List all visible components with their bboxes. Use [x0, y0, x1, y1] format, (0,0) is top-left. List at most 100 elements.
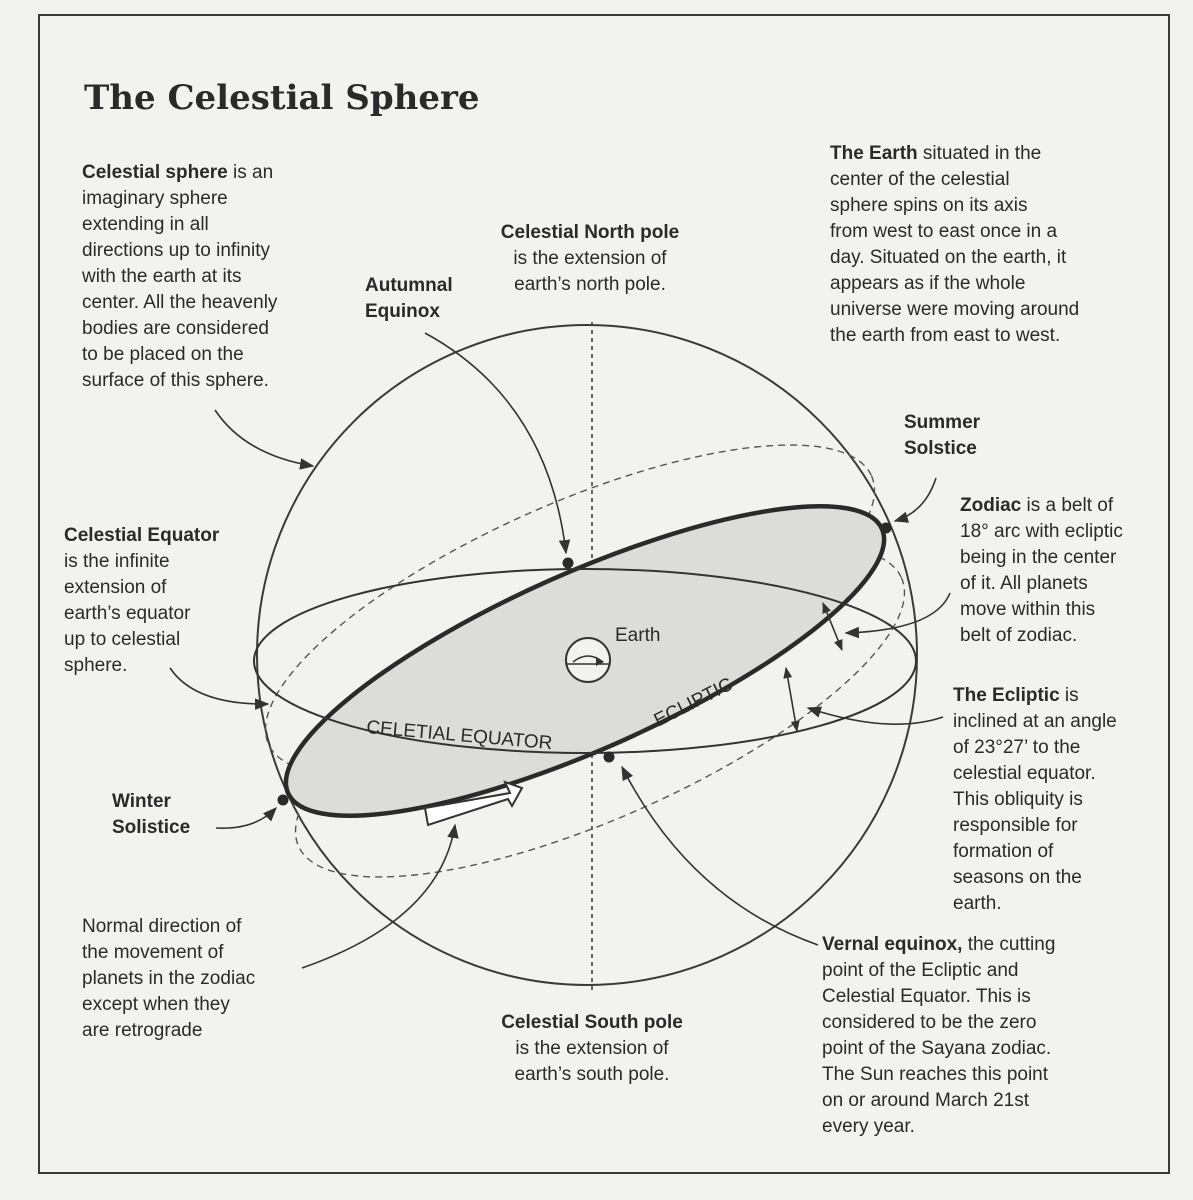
annotation-line: of 23°27’ to the	[953, 737, 1081, 758]
annotation-line: Equinox	[365, 301, 440, 322]
annotation-line: Celestial Equator. This is	[822, 986, 1031, 1007]
annotation-line: sphere.	[64, 655, 128, 676]
annotation-line: extension of	[64, 577, 167, 598]
summer-solstice-point	[880, 522, 892, 534]
annotation-line: on or around March 21st	[822, 1090, 1030, 1111]
annotation-line: Solstice	[904, 438, 977, 459]
vernal-equinox-annotation: Vernal equinox, the cutting point of the…	[822, 932, 1055, 1140]
annotation-line: move within this	[960, 599, 1096, 620]
earth-label: Earth	[615, 625, 660, 646]
annotation-line: are retrograde	[82, 1020, 203, 1041]
annotation-line: inclined at an angle	[953, 711, 1117, 732]
annotation-line: up to celestial	[64, 629, 181, 650]
obliquity-angle-arrow	[783, 666, 800, 733]
leader-winter-solstice	[215, 806, 277, 829]
south-pole-term: Celestial South pole	[501, 1012, 683, 1033]
vernal-equinox-point	[603, 751, 615, 763]
annotation-line: being in the center	[960, 547, 1117, 568]
annotation-line: is an	[227, 162, 274, 183]
annotation-line: earth.	[953, 893, 1002, 914]
annotation-line: surface of this sphere.	[82, 370, 269, 391]
ecliptic-term: The Ecliptic	[953, 685, 1060, 706]
annotation-line: formation of	[953, 841, 1054, 862]
zodiac-term: Zodiac	[960, 495, 1022, 516]
celestial-sphere-annotation: Celestial sphere is an imaginary sphere …	[82, 160, 277, 394]
annotation-line: the cutting	[962, 934, 1056, 955]
annotation-line: Normal direction of	[82, 916, 242, 937]
annotation-line: This obliquity is	[953, 789, 1083, 810]
summer-solstice-annotation: Summer Solstice	[904, 410, 980, 462]
annotation-line: universe were moving around	[830, 299, 1080, 320]
annotation-line: considered to be the zero	[822, 1012, 1037, 1033]
annotation-line: imaginary sphere	[82, 188, 228, 209]
celestial-equator-ellipse	[253, 568, 917, 754]
autumnal-equinox-point	[562, 557, 574, 569]
annotation-line: extending in all	[82, 214, 209, 235]
annotation-line: The Sun reaches this point	[822, 1064, 1049, 1085]
annotation-line: situated in the	[917, 143, 1042, 164]
annotation-line: Autumnal	[365, 275, 453, 296]
celestial-sphere-outline	[256, 324, 918, 986]
ecliptic-annotation: The Ecliptic is inclined at an angle of …	[953, 683, 1117, 917]
annotation-line: to be placed on the	[82, 344, 244, 365]
south-pole-annotation: Celestial South pole is the extension of…	[472, 1010, 712, 1088]
annotation-line: directions up to infinity	[82, 240, 270, 261]
page-frame	[38, 14, 1170, 1174]
annotation-line: sphere spins on its axis	[830, 195, 1028, 216]
celestial-equator-term: Celestial Equator	[64, 525, 220, 546]
annotation-line: appears as if the whole	[830, 273, 1026, 294]
annotation-line: bodies are considered	[82, 318, 269, 339]
annotation-line: from west to east once in a	[830, 221, 1058, 242]
leader-celestial-equator	[169, 667, 270, 710]
leader-autumnal-equinox	[424, 332, 571, 555]
celestial-sphere-term: Celestial sphere	[82, 162, 228, 183]
autumnal-equinox-annotation: Autumnal Equinox	[365, 273, 453, 325]
annotation-line: with the earth at its	[82, 266, 242, 287]
leader-normal-direction	[301, 823, 459, 969]
celestial-equator-annotation: Celestial Equator is the infinite extens…	[64, 523, 219, 679]
leader-celestial-sphere	[214, 409, 315, 470]
annotation-line: Summer	[904, 412, 981, 433]
the-earth-term: The Earth	[830, 143, 918, 164]
planet-direction-arrow	[423, 780, 524, 827]
annotation-line: planets in the zodiac	[82, 968, 256, 989]
north-pole-annotation: Celestial North pole is the extension of…	[470, 220, 710, 298]
annotation-line: of it. All planets	[960, 573, 1088, 594]
earth-icon	[565, 637, 611, 683]
zodiac-annotation: Zodiac is a belt of 18° arc with eclipti…	[960, 493, 1123, 649]
the-earth-annotation: The Earth situated in the center of the …	[830, 141, 1079, 349]
annotation-line: belt of zodiac.	[960, 625, 1078, 646]
annotation-line: is the infinite	[64, 551, 170, 572]
zodiac-width-arrow	[822, 601, 843, 652]
leader-ecliptic	[806, 706, 944, 725]
annotation-line: 18° arc with ecliptic	[960, 521, 1123, 542]
page-title: The Celestial Sphere	[84, 78, 480, 118]
annotation-line: is the extension of	[513, 248, 667, 269]
leader-zodiac	[844, 592, 951, 639]
annotation-line: is	[1059, 685, 1079, 706]
annotation-line: is the extension of	[515, 1038, 669, 1059]
winter-solstice-annotation: Winter Solistice	[112, 789, 190, 841]
annotation-line: seasons on the	[953, 867, 1082, 888]
winter-solstice-point	[277, 794, 289, 806]
annotation-line: Solistice	[112, 817, 191, 838]
annotation-line: center of the celestial	[830, 169, 1010, 190]
annotation-line: every year.	[822, 1116, 915, 1137]
annotation-line: earth’s equator	[64, 603, 191, 624]
annotation-line: the earth from east to west.	[830, 325, 1061, 346]
annotation-line: Winter	[112, 791, 171, 812]
leader-vernal-equinox	[621, 765, 819, 946]
annotation-line: center. All the heavenly	[82, 292, 278, 313]
annotation-line: responsible for	[953, 815, 1078, 836]
annotation-line: earth’s north pole.	[514, 274, 666, 295]
annotation-line: day. Situated on the earth, it	[830, 247, 1067, 268]
north-pole-term: Celestial North pole	[500, 222, 680, 243]
vernal-equinox-term: Vernal equinox,	[822, 934, 963, 955]
annotation-line: except when they	[82, 994, 230, 1015]
annotation-line: is a belt of	[1021, 495, 1114, 516]
normal-direction-annotation: Normal direction of the movement of plan…	[82, 914, 255, 1044]
annotation-line: celestial equator.	[953, 763, 1096, 784]
leader-summer-solstice	[893, 477, 937, 523]
